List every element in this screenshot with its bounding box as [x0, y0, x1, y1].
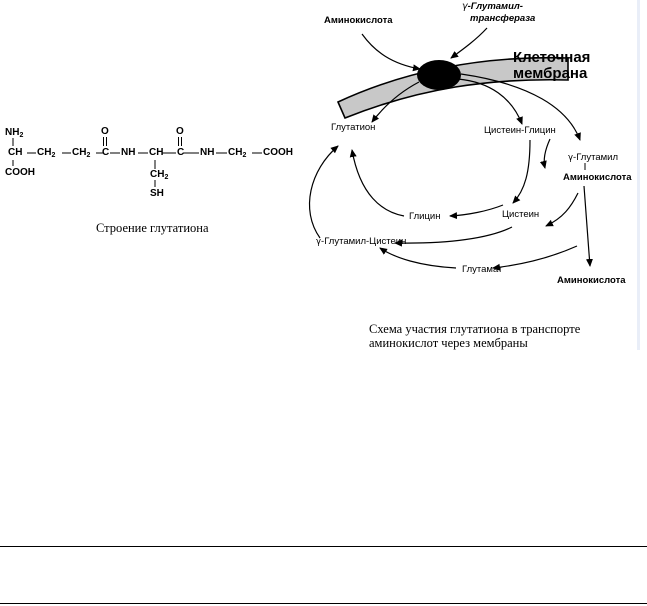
transferase-enzyme [417, 60, 461, 90]
divider-top [0, 546, 647, 547]
carbonyl-c-2: C [177, 147, 185, 158]
nh2-group: NH2 [5, 127, 24, 139]
nh-b: NH [200, 147, 215, 158]
ch2-c: CH2 [228, 147, 247, 159]
carbonyl-c-1: C [102, 147, 110, 158]
enzyme-label: γ-Глутамил- трансфераза [462, 1, 536, 24]
ch-mid: CH [149, 147, 164, 158]
scheme-caption: Схема участия глутатиона в транспорте ам… [369, 322, 581, 350]
oxygen-2: O [176, 126, 184, 137]
glutamate-label: Глутамат [462, 264, 503, 275]
reaction-arrows [308, 27, 593, 271]
cysteine-label: Цистеин [502, 209, 540, 220]
oxygen-1: O [101, 126, 109, 137]
glu-cys-label: γ-Глутамил-Цистеин [316, 236, 407, 247]
cys-gly-label: Цистеин-Глицин [484, 125, 556, 136]
nh-a: NH [121, 147, 136, 158]
ch2-b: CH2 [72, 147, 91, 159]
sh-group: SH [150, 188, 164, 199]
glycine-label: Глицин [409, 211, 441, 222]
amino-acid-out-label: Аминокислота [557, 275, 626, 286]
cooh-right: COOH [263, 147, 293, 158]
glu-amino-label: γ-Глутамил Аминокислота [563, 152, 632, 183]
cooh-left: COOH [5, 167, 35, 178]
structure-bonds [12, 137, 262, 187]
scan-edge [637, 0, 640, 350]
amino-acid-in-label: Аминокислота [324, 15, 393, 26]
ch-left: CH [8, 147, 23, 158]
membrane-label: Клеточная мембрана [513, 49, 591, 82]
glutathione-label: Глутатион [331, 122, 376, 133]
ch2-side: CH2 [150, 169, 169, 181]
ch2-a: CH2 [37, 147, 56, 159]
structure-caption: Строение глутатиона [96, 221, 209, 235]
divider-bottom [0, 603, 647, 604]
